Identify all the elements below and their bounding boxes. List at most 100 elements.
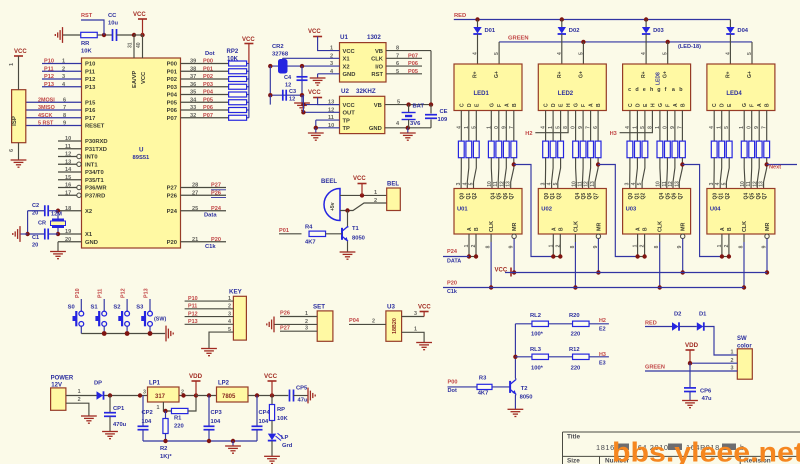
svg-text:4: 4: [547, 182, 553, 185]
svg-text:F: F: [750, 104, 756, 107]
svg-text:P24: P24: [211, 206, 222, 212]
svg-text:1: 1: [9, 63, 15, 66]
svg-text:14: 14: [65, 167, 72, 173]
svg-text:P27: P27: [280, 326, 290, 332]
svg-text:5: 5: [553, 182, 559, 185]
svg-text:7: 7: [63, 105, 66, 111]
svg-text:R+: R+: [641, 71, 647, 78]
svg-text:P24: P24: [167, 209, 178, 215]
svg-text:39: 39: [190, 59, 196, 65]
svg-text:4: 4: [709, 126, 715, 129]
svg-text:1: 1: [548, 244, 554, 247]
svg-text:1: 1: [414, 327, 417, 333]
svg-text:0: 0: [662, 126, 668, 129]
svg-text:C: C: [544, 103, 550, 107]
svg-text:5: 5: [747, 52, 753, 55]
svg-text:1: 1: [62, 59, 65, 65]
svg-text:P16: P16: [85, 108, 96, 114]
svg-text:8: 8: [654, 245, 660, 248]
svg-text:4SCK: 4SCK: [38, 113, 52, 119]
svg-text:P13: P13: [85, 85, 96, 91]
svg-text:0: 0: [747, 126, 753, 129]
svg-text:P11: P11: [98, 289, 104, 298]
svg-text:9: 9: [670, 126, 676, 129]
svg-text:28: 28: [192, 183, 198, 189]
svg-text:6: 6: [9, 149, 15, 152]
svg-text:P34/T0: P34/T0: [85, 170, 104, 176]
svg-text:20: 20: [32, 211, 38, 217]
svg-text:CLK: CLK: [658, 221, 664, 232]
svg-text:47u: 47u: [702, 396, 712, 402]
svg-text:5: 5: [494, 52, 500, 55]
svg-text:4: 4: [456, 126, 462, 129]
svg-text:VCC: VCC: [418, 305, 431, 311]
svg-text:C: C: [712, 103, 718, 107]
svg-text:P26: P26: [211, 190, 221, 196]
svg-text:b: b: [679, 87, 683, 93]
svg-text:KEY: KEY: [229, 289, 243, 296]
svg-text:3: 3: [731, 366, 734, 372]
svg-text:1K)*: 1K)*: [160, 454, 172, 460]
svg-text:P07: P07: [167, 116, 177, 122]
svg-text:H: H: [650, 103, 656, 107]
svg-text:3: 3: [414, 311, 417, 317]
svg-text:CP3: CP3: [211, 410, 223, 416]
svg-text:Title: Title: [567, 434, 580, 441]
svg-text:4: 4: [62, 82, 66, 88]
svg-text:C2: C2: [32, 203, 39, 209]
svg-text:e: e: [643, 87, 646, 93]
svg-text:P20: P20: [167, 240, 177, 246]
svg-text:C: C: [628, 103, 634, 107]
svg-text:32768: 32768: [272, 52, 289, 58]
svg-text:B: B: [596, 103, 602, 107]
svg-text:R1: R1: [174, 416, 182, 422]
svg-text:37: 37: [190, 74, 196, 80]
svg-text:2: 2: [555, 244, 561, 247]
svg-text:T2: T2: [521, 386, 528, 392]
svg-text:Q0: Q0: [460, 193, 466, 200]
svg-text:P03: P03: [167, 85, 178, 91]
svg-text:1816: 1816: [596, 443, 615, 452]
svg-text:P36/WR: P36/WR: [85, 186, 107, 192]
svg-text:5: 5: [663, 52, 669, 55]
svg-text:1: 1: [374, 190, 377, 196]
svg-text:U04: U04: [710, 207, 721, 213]
svg-text:1: 1: [330, 46, 333, 52]
svg-text:11: 11: [328, 115, 334, 121]
svg-text:VCC: VCC: [308, 90, 321, 96]
svg-text:C3: C3: [289, 89, 296, 95]
svg-text:Q0: Q0: [713, 193, 719, 200]
svg-text:11: 11: [493, 181, 499, 187]
svg-text:6: 6: [396, 61, 399, 67]
svg-text:13: 13: [590, 181, 596, 187]
svg-text:MR: MR: [681, 223, 687, 231]
svg-text:+5v: +5v: [330, 202, 336, 211]
svg-text:3: 3: [228, 311, 231, 317]
svg-text:P01: P01: [167, 69, 178, 75]
svg-text:3: 3: [143, 390, 146, 396]
svg-text:RL2: RL2: [530, 313, 541, 319]
svg-text:B: B: [558, 227, 564, 231]
svg-text:104: 104: [259, 419, 269, 425]
svg-text:R+: R+: [725, 71, 731, 78]
svg-text:32KHZ: 32KHZ: [356, 88, 376, 95]
svg-text:TP: TP: [343, 126, 351, 132]
svg-text:2: 2: [640, 244, 646, 247]
svg-text:10K: 10K: [277, 416, 288, 422]
svg-text:12: 12: [668, 181, 674, 187]
svg-text:10: 10: [487, 181, 493, 187]
svg-text:CR: CR: [38, 221, 46, 227]
svg-text:5: 5: [397, 100, 400, 106]
svg-text:19: 19: [65, 229, 71, 235]
svg-text:E3: E3: [599, 361, 606, 367]
svg-text:Q5: Q5: [665, 193, 671, 200]
svg-text:5: 5: [637, 182, 643, 185]
svg-text:Q5: Q5: [497, 193, 503, 200]
svg-text:8: 8: [563, 126, 569, 129]
svg-text:1: 1: [464, 244, 470, 247]
svg-text:B: B: [680, 103, 686, 107]
svg-text:4: 4: [641, 52, 647, 55]
svg-text:(SW): (SW): [154, 317, 166, 323]
svg-text:BEEL: BEEL: [321, 179, 337, 185]
svg-text:2: 2: [724, 244, 730, 247]
